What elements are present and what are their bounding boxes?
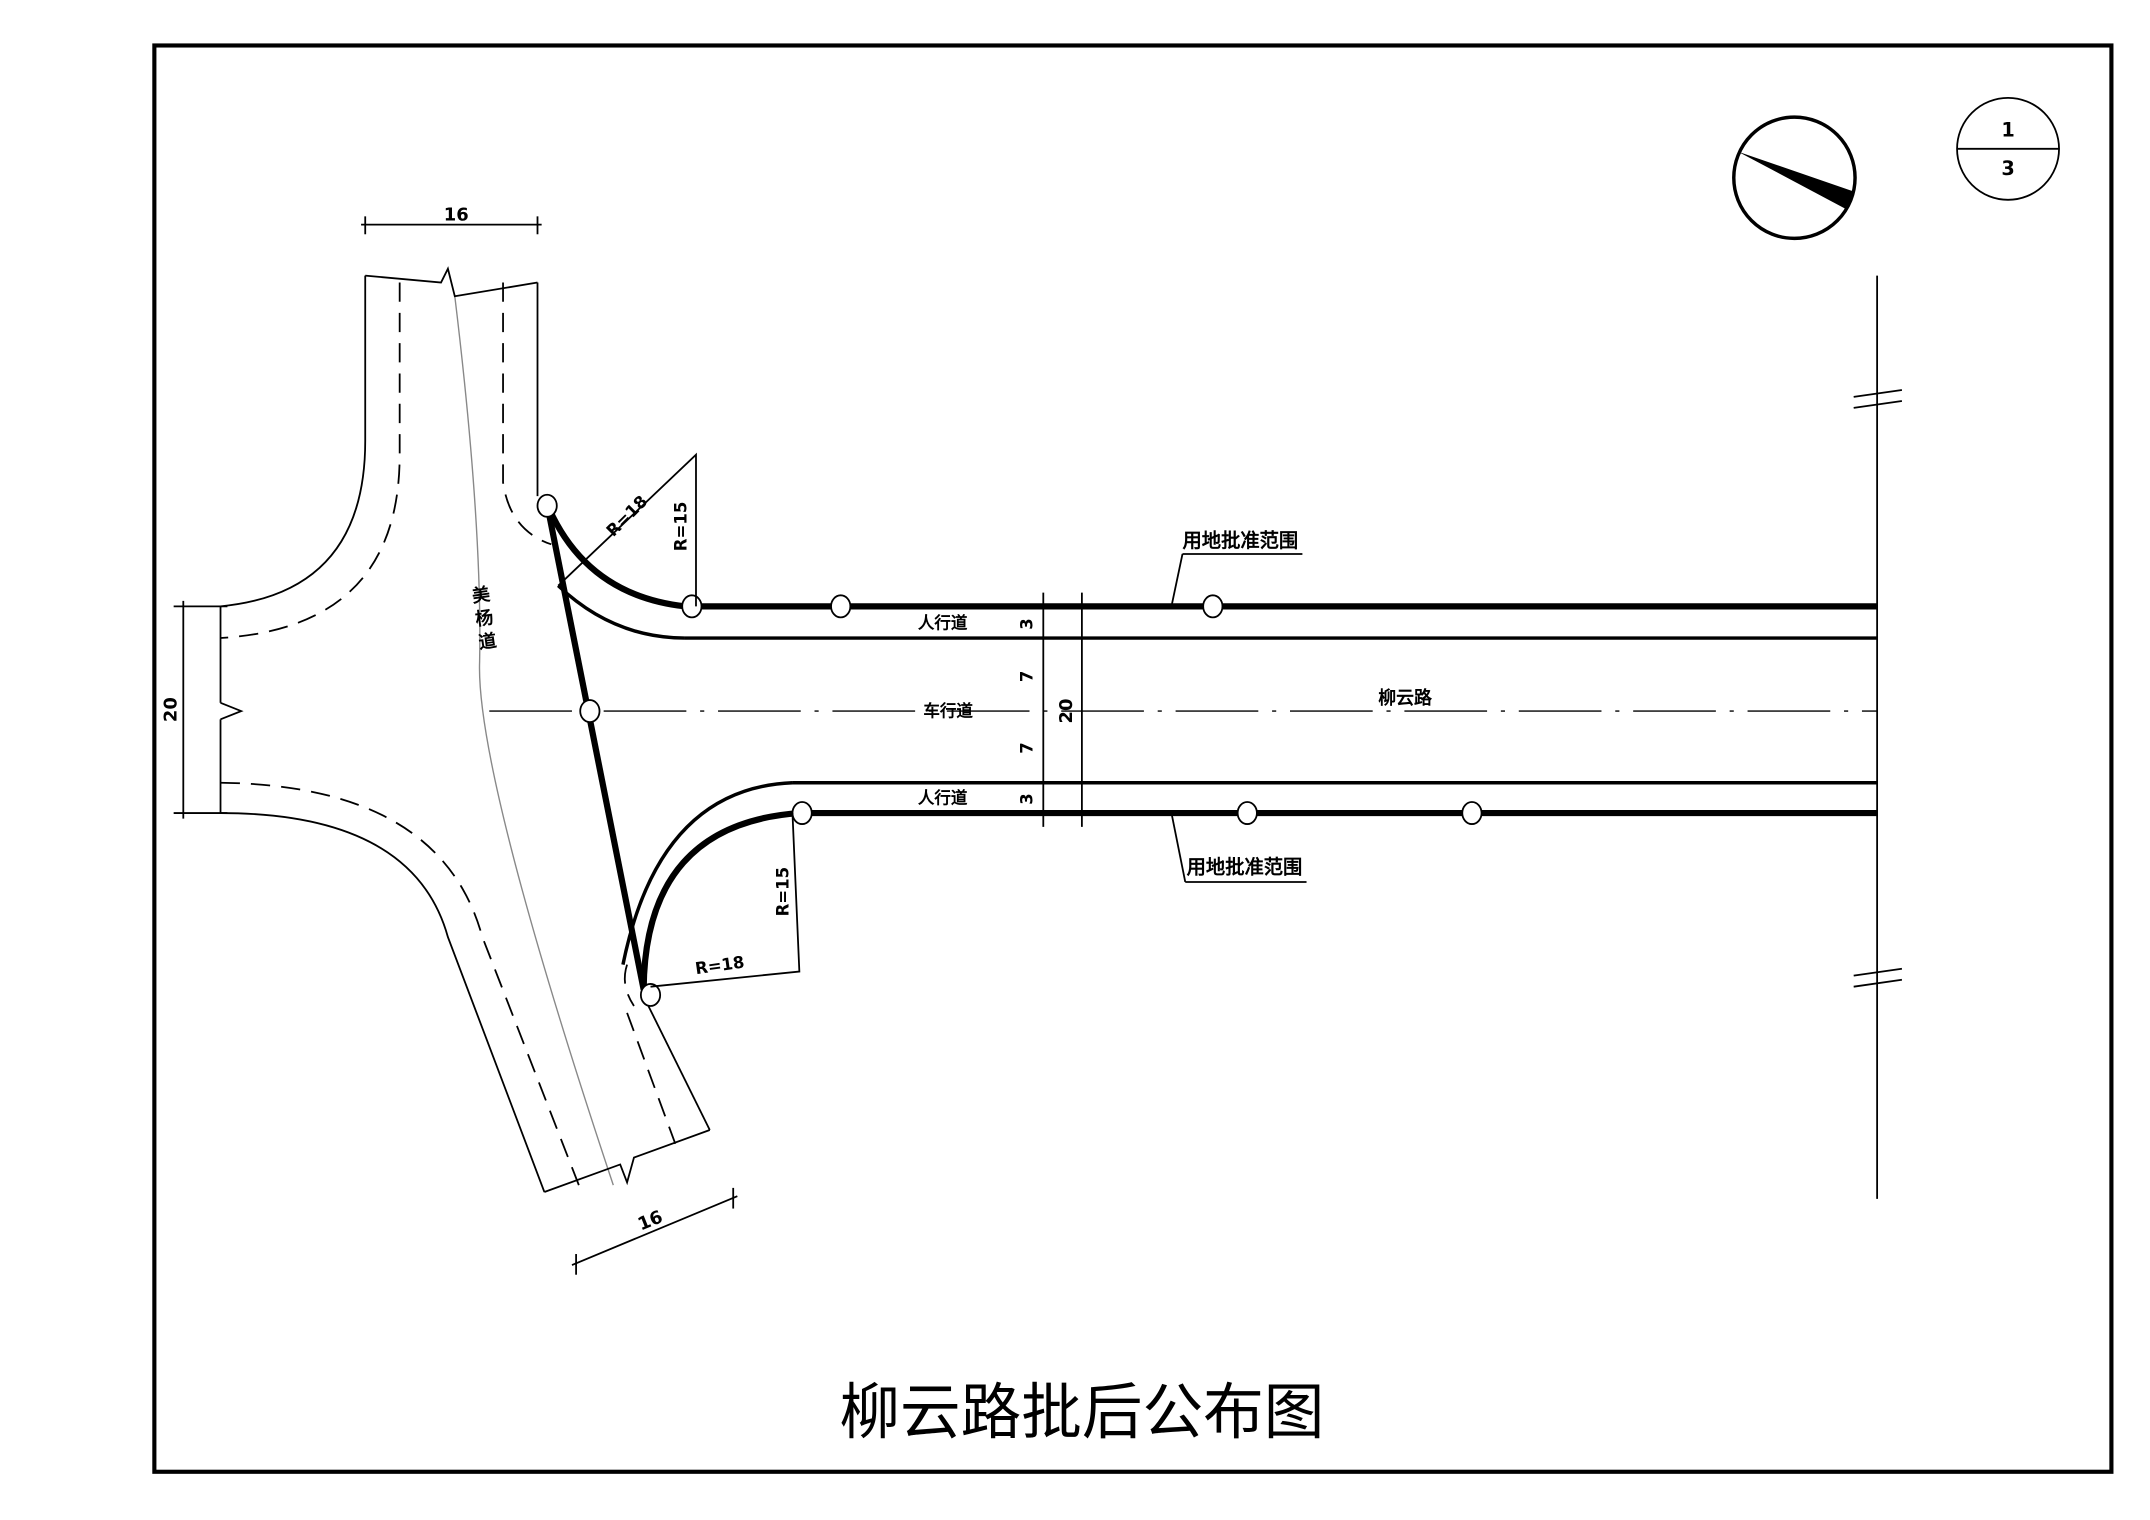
label-boundary-bottom: 用地批准范围 (1187, 856, 1303, 879)
dim-left-width: 20 (160, 697, 181, 722)
meiyang-road (219, 266, 711, 1193)
north-arrow-icon (1732, 115, 1857, 241)
sheet-indicator (1956, 96, 2060, 201)
sheet-number: 1 (2001, 118, 2014, 141)
label-sidewalk-top: 人行道 (918, 612, 968, 632)
drawing-frame (152, 43, 2114, 1474)
control-points (536, 493, 1483, 1007)
dim-sidewalk-top: 3 (1017, 618, 1036, 629)
liuyun-road (489, 503, 1878, 991)
label-boundary-top: 用地批准范围 (1183, 529, 1299, 552)
radius-top-outer: R=18 (603, 492, 651, 540)
dim-cross-top: 16 (444, 204, 469, 225)
dim-lane-top: 7 (1017, 671, 1036, 682)
dim-lane-bottom: 7 (1017, 742, 1036, 753)
label-main-road: 柳云路 (1378, 687, 1433, 709)
label-carriageway: 车行道 (923, 701, 973, 721)
dim-sidewalk-bottom: 3 (1017, 793, 1036, 804)
match-line (1853, 275, 1903, 1199)
label-sidewalk-bottom: 人行道 (918, 787, 968, 807)
dim-cross-bottom: 16 (635, 1206, 666, 1235)
radius-top-inner: R=15 (671, 502, 690, 552)
drawing-title: 柳云路批后公布图 (839, 1378, 1324, 1448)
label-cross-road: 美杨道 (468, 583, 499, 657)
dimension-lines (173, 216, 1083, 1275)
sheet-total: 3 (2001, 157, 2014, 180)
dim-total-width: 20 (1056, 699, 1077, 724)
radius-bottom-outer: R=18 (694, 953, 746, 979)
radius-bottom-inner: R=15 (773, 867, 792, 917)
